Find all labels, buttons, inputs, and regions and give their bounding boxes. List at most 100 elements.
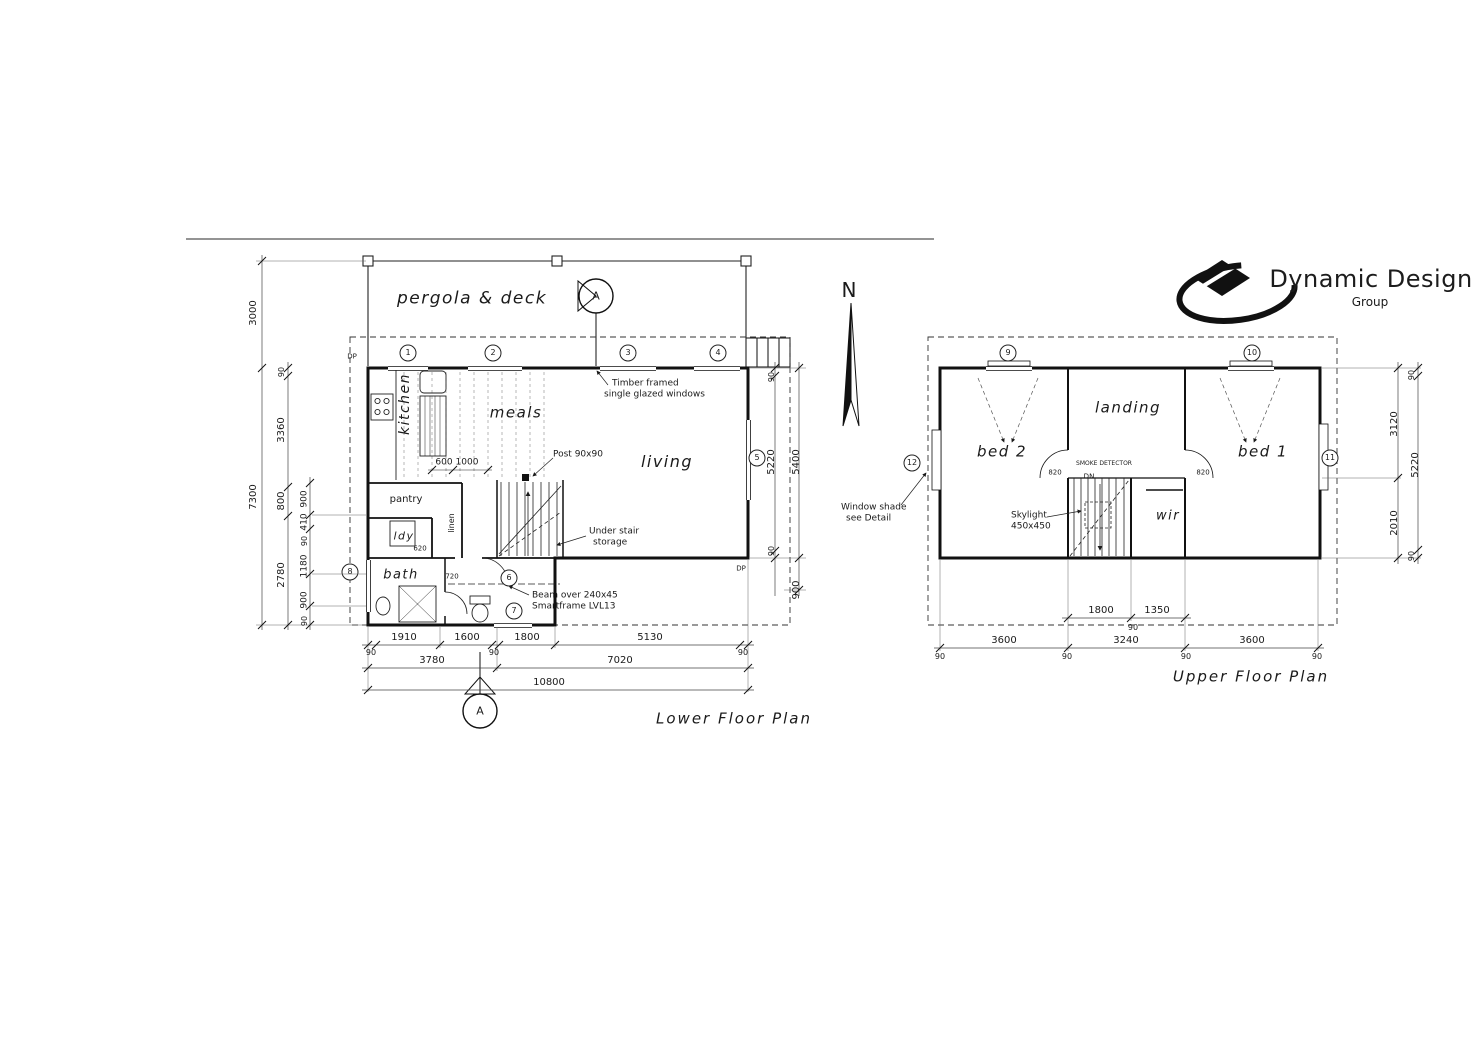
dim-3000: 3000	[248, 300, 259, 326]
note-skylight-2: 450x450	[1011, 521, 1051, 532]
note-skylight-1: Skylight	[1011, 510, 1047, 521]
annotation-leaders	[428, 370, 1082, 596]
room-landing: landing	[1094, 398, 1162, 417]
callout-11: 11	[1324, 453, 1336, 462]
dim-90-ub4: 90	[1311, 652, 1323, 661]
dim-720: 720	[445, 572, 459, 581]
room-linen: linen	[447, 513, 456, 533]
dim-90-r2: 90	[767, 545, 776, 557]
room-pantry: pantry	[389, 494, 423, 505]
dim-10800: 10800	[533, 677, 565, 688]
section-marker-top	[577, 278, 614, 366]
section-label-top: A	[592, 289, 600, 303]
dim-1800-lower: 1800	[514, 632, 540, 643]
dim-2010: 2010	[1389, 510, 1400, 536]
dim-1350: 1350	[1144, 605, 1170, 616]
window-callout-circles	[341, 344, 1339, 620]
callout-12: 12	[906, 458, 918, 467]
room-bed2: bed 2	[976, 442, 1028, 461]
dim-3600-a: 3600	[991, 635, 1017, 646]
dim-90-b2: 90	[488, 648, 500, 657]
note-understair-1: Under stair	[589, 526, 640, 537]
note-shade-1: Window shade	[841, 502, 907, 513]
callout-9: 9	[1005, 348, 1011, 357]
lower-stairs	[444, 474, 562, 615]
room-meals: meals	[489, 403, 543, 422]
note-timber-2: single glazed windows	[604, 389, 705, 400]
dim-90-ur1: 90	[1407, 369, 1416, 381]
callout-2: 2	[490, 348, 496, 357]
note-dn: DN	[1083, 472, 1095, 481]
roof-outline-upper	[927, 336, 1338, 626]
room-laundry: ldy	[393, 529, 415, 543]
upper-plan-title: Upper Floor Plan	[1172, 667, 1330, 686]
dim-3780: 3780	[419, 655, 445, 666]
dim-5220-upper: 5220	[1410, 452, 1421, 478]
callout-4: 4	[715, 348, 721, 357]
note-smoke-detector: SMOKE DETECTOR	[1076, 460, 1132, 467]
dim-90-b1: 90	[365, 648, 377, 657]
note-timber-1: Timber framed	[612, 378, 679, 389]
note-dp-bottom: DP	[736, 564, 746, 573]
room-bed1: bed 1	[1237, 442, 1289, 461]
dim-1180: 1180	[299, 554, 310, 578]
upper-ceiling-lines	[977, 377, 1281, 443]
north-label: N	[841, 278, 857, 302]
dim-5130: 5130	[637, 632, 663, 643]
dim-410: 410	[299, 513, 310, 531]
dim-820-b: 820	[1196, 468, 1210, 477]
upper-stairs	[1069, 478, 1130, 557]
dim-2780: 2780	[276, 562, 287, 588]
dim-5220-lower: 5220	[766, 449, 777, 475]
room-wir: wir	[1155, 508, 1181, 524]
dim-900-l1: 900	[299, 490, 310, 508]
note-post: Post 90x90	[553, 449, 603, 460]
lower-windows	[365, 365, 751, 628]
dim-90-r1: 90	[767, 371, 776, 383]
room-kitchen: kitchen	[397, 372, 413, 436]
callout-3: 3	[625, 348, 631, 357]
callout-7: 7	[511, 606, 517, 615]
dim-900-l2: 900	[299, 591, 310, 609]
callout-10: 10	[1246, 348, 1258, 357]
note-shade-2: see Detail	[846, 513, 892, 524]
dim-1000: 1000	[455, 457, 479, 468]
section-label-bottom: A	[476, 704, 484, 718]
logo-mark-icon	[1176, 260, 1298, 324]
dim-3600-b: 3600	[1239, 635, 1265, 646]
dimension-lines	[256, 255, 1421, 692]
dim-90-ub3: 90	[1180, 652, 1192, 661]
dim-820-a: 820	[1048, 468, 1062, 477]
callout-6: 6	[506, 573, 512, 582]
lower-walls	[366, 366, 750, 627]
logo-subtitle: Group	[1351, 295, 1389, 309]
dim-620: 620	[413, 544, 427, 553]
dim-1910: 1910	[391, 632, 417, 643]
dim-3240: 3240	[1113, 635, 1139, 646]
dim-90-ub2: 90	[1061, 652, 1073, 661]
dim-5400: 5400	[791, 449, 802, 475]
room-living: living	[640, 452, 694, 471]
dim-90-ub1: 90	[934, 652, 946, 661]
section-marker-bottom	[462, 652, 498, 729]
dim-90-umid: 90	[1127, 623, 1139, 632]
callout-8: 8	[347, 567, 353, 576]
dim-900-r: 900	[791, 580, 802, 600]
lower-plan-title: Lower Floor Plan	[656, 709, 812, 728]
dim-7020: 7020	[607, 655, 633, 666]
dim-1600: 1600	[454, 632, 480, 643]
note-beam-1: Beam over 240x45	[532, 590, 618, 601]
note-understair-2: storage	[593, 537, 628, 548]
dim-1800-upper: 1800	[1088, 605, 1114, 616]
dim-3360: 3360	[276, 417, 287, 443]
dim-90-ur2: 90	[1407, 550, 1416, 562]
lower-fixtures	[370, 370, 491, 623]
callout-5: 5	[754, 453, 760, 462]
upper-walls	[938, 366, 1322, 560]
dim-90-l1: 90	[277, 366, 286, 378]
dim-90-l3: 90	[300, 615, 309, 627]
logo-title: Dynamic Design	[1269, 265, 1472, 293]
dimension-ticks	[257, 256, 1423, 695]
dim-90-b3: 90	[737, 648, 749, 657]
